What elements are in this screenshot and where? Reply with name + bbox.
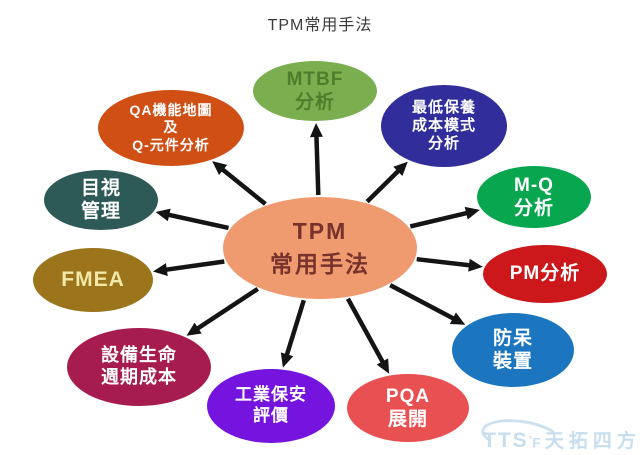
node-label-line: 工業保安	[235, 385, 307, 405]
node-fmea: FMEA	[33, 248, 153, 312]
node-pm-analysis: PM分析	[483, 245, 607, 303]
node-label-line: PQA	[385, 385, 431, 407]
node-label-line: M-Q	[514, 174, 554, 196]
arrow-head-pm-analysis	[468, 258, 483, 272]
arrow-head-qa-function-map-q-component-analysis	[212, 161, 228, 176]
arrow-head-pqa-deployment	[376, 358, 390, 374]
arrow-line-fmea	[159, 259, 225, 273]
node-industrial-safety-evaluation: 工業保安評價	[207, 369, 335, 443]
arrow-head-min-maintenance-cost-model-analysis	[393, 161, 408, 177]
node-label-line: 週期成本	[101, 367, 177, 387]
node-label-line: TPM	[292, 217, 348, 244]
arrow-line-equipment-life-cycle-cost	[191, 287, 259, 334]
node-label-line: MTBF	[286, 68, 344, 90]
node-label-line: 展開	[387, 409, 428, 430]
node-label-line: 分析	[294, 92, 335, 113]
watermark-brand-suffix: °F	[528, 434, 541, 451]
node-equipment-life-cycle-cost: 設備生命週期成本	[67, 328, 211, 406]
node-label-line: 評價	[253, 406, 289, 425]
arrow-head-fool-proofing-device	[449, 312, 466, 325]
arrow-line-min-maintenance-cost-model-analysis	[365, 164, 405, 204]
node-label-line: 最低保養	[411, 98, 476, 116]
arrow-head-visual-management	[155, 208, 171, 222]
watermark: TTS °F 天拓四方	[479, 414, 636, 455]
page-title: TPM常用手法	[267, 17, 373, 34]
watermark-name: 天拓四方	[544, 431, 640, 452]
arrow-head-fmea	[152, 263, 168, 277]
watermark-brand: TTS	[483, 429, 529, 452]
arrow-head-mtbf-analysis	[309, 122, 323, 138]
node-label-line: 分析	[427, 135, 460, 153]
arrow-line-mq-analysis	[409, 209, 474, 229]
node-visual-management: 目視管理	[44, 170, 158, 230]
arrow-head-mq-analysis	[464, 206, 480, 220]
node-center: TPM 常用手法	[223, 197, 417, 299]
arrow-line-pqa-deployment	[345, 297, 388, 369]
arrow-line-fool-proofing-device	[389, 283, 461, 324]
node-fool-proofing-device: 防呆裝置	[452, 313, 574, 387]
node-label-line: 成本模式	[411, 116, 476, 134]
arrow-line-qa-function-map-q-component-analysis	[216, 163, 267, 206]
node-label-line: 及	[163, 119, 179, 136]
node-label-line: 裝置	[492, 351, 533, 372]
node-label-line: 分析	[513, 198, 554, 219]
node-label-line: PM分析	[509, 263, 581, 285]
arrow-line-pm-analysis	[416, 256, 477, 269]
arrow-head-equipment-life-cycle-cost	[186, 322, 202, 336]
arrow-line-visual-management	[161, 211, 229, 231]
node-label-line: FMEA	[61, 268, 125, 292]
node-label-line: 防呆	[492, 327, 533, 349]
node-label-line: 設備生命	[101, 345, 177, 366]
node-label-line: 管理	[80, 201, 121, 222]
arrow-line-mtbf-analysis	[313, 129, 321, 196]
node-label-line: Q-元件分析	[132, 136, 210, 153]
node-min-maintenance-cost-model-analysis: 最低保養成本模式分析	[381, 85, 507, 167]
node-label-line: 目視	[80, 177, 121, 199]
arrow-line-industrial-safety-evaluation	[282, 299, 306, 362]
arrow-head-industrial-safety-evaluation	[280, 352, 294, 368]
node-label-line: QA機能地圖	[129, 102, 213, 119]
node-label-line: 常用手法	[270, 251, 370, 277]
